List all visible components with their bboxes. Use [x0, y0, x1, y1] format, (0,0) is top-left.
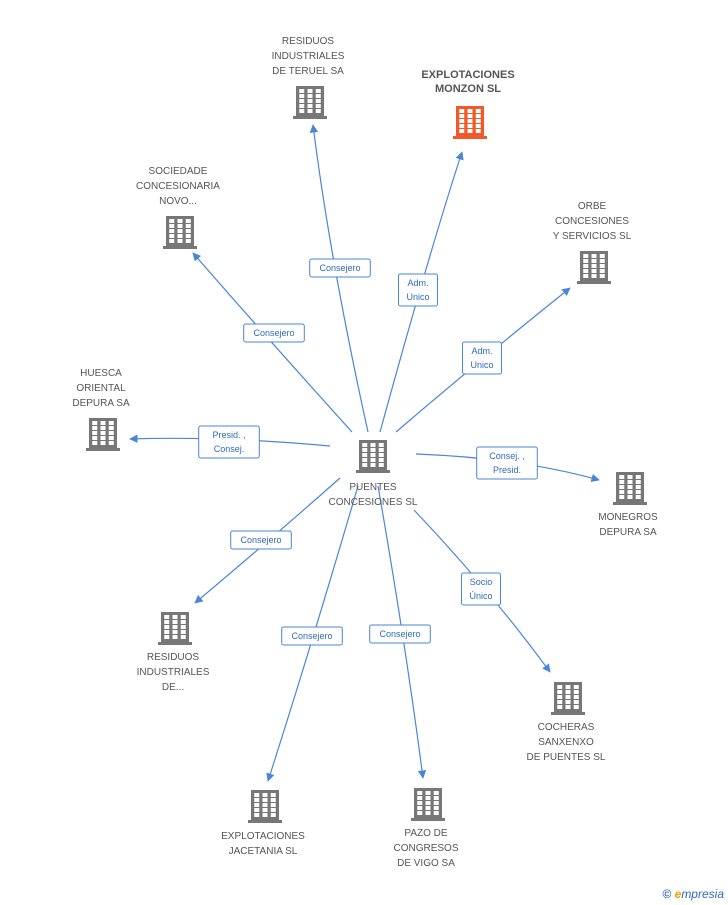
building-icon[interactable]	[613, 472, 647, 505]
relation-label-orbe-concesiones[interactable]: Adm. Unico	[462, 341, 502, 375]
company-name-line: SOCIEDADE	[149, 166, 208, 177]
empresia-footer[interactable]: © empresia	[662, 887, 724, 901]
relation-label-text: Unico	[470, 360, 493, 370]
company-node-cocheras-sanxenxo[interactable]: COCHERAS SANXENXO DE PUENTES SL	[527, 682, 606, 763]
relation-label-explotaciones-jacetania[interactable]: Consejero	[281, 626, 343, 646]
company-name-line: RESIDUOS	[282, 36, 335, 47]
relation-label-pazo-congresos[interactable]: Consejero	[369, 624, 431, 644]
building-icon[interactable]	[158, 612, 192, 645]
relation-label-huesca-oriental[interactable]: Presid. , Consej.	[198, 425, 260, 459]
company-name-line: EXPLOTACIONES	[221, 831, 305, 842]
relation-label-explotaciones-monzon[interactable]: Adm. Unico	[398, 273, 438, 307]
company-name-line: SANXENXO	[538, 737, 594, 748]
building-icon[interactable]	[411, 788, 445, 821]
relation-label-text: Adm.	[407, 278, 428, 288]
company-name-line: DE PUENTES SL	[527, 752, 606, 763]
company-name-line: DEPURA SA	[72, 398, 130, 409]
edges-layer: Adm.UnicoConsejeroConsejeroAdm.UnicoPres…	[129, 124, 600, 782]
company-name-line: JACETANIA SL	[229, 846, 298, 857]
brand-rest: mpresia	[681, 887, 724, 901]
company-name-line: DE TERUEL SA	[272, 66, 344, 77]
relation-label-text: Socio	[470, 577, 493, 587]
company-node-explotaciones-jacetania[interactable]: EXPLOTACIONES JACETANIA SL	[221, 790, 305, 857]
company-name-line: NOVO...	[159, 196, 197, 207]
edge-explotaciones-monzon	[379, 151, 464, 433]
building-icon[interactable]	[86, 418, 120, 451]
company-name-line: PAZO DE	[404, 828, 447, 839]
building-icon[interactable]	[163, 216, 197, 249]
company-name-line: ORBE	[578, 201, 607, 212]
company-name-line: EXPLOTACIONES	[421, 69, 514, 81]
company-name-line: MONEGROS	[598, 512, 658, 523]
company-name-line: CONGRESOS	[393, 843, 458, 854]
relation-label-monegros-depura[interactable]: Consej. , Presid.	[476, 446, 538, 480]
building-icon[interactable]	[577, 251, 611, 284]
company-name-line: Y SERVICIOS SL	[553, 231, 632, 242]
relation-label-text: Único	[469, 591, 492, 601]
relation-label-text: Consejero	[319, 263, 360, 273]
building-icon[interactable]	[453, 106, 487, 139]
building-icon[interactable]	[248, 790, 282, 823]
company-name-line: MONZON SL	[435, 83, 501, 95]
relation-label-text: Consejero	[379, 629, 420, 639]
company-name-line: INDUSTRIALES	[272, 51, 345, 62]
company-name-line: RESIDUOS	[147, 652, 200, 663]
company-node-residuos-teruel[interactable]: RESIDUOS INDUSTRIALES DE TERUEL SA	[272, 36, 345, 119]
company-node-monegros-depura[interactable]: MONEGROS DEPURA SA	[598, 472, 658, 538]
company-node-explotaciones-monzon[interactable]: EXPLOTACIONES MONZON SL	[421, 69, 515, 139]
company-name-line: DEPURA SA	[599, 527, 657, 538]
company-name-line: CONCESIONES	[555, 216, 629, 227]
edge-residuos-teruel	[309, 124, 369, 433]
company-node-pazo-congresos[interactable]: PAZO DE CONGRESOS DE VIGO SA	[393, 788, 459, 869]
relation-label-text: Unico	[406, 292, 429, 302]
relation-label-text: Adm.	[471, 346, 492, 356]
building-icon[interactable]	[356, 440, 390, 473]
company-node-residuos-industriales-de[interactable]: RESIDUOS INDUSTRIALES DE...	[137, 612, 210, 693]
copyright-symbol: ©	[662, 887, 672, 901]
relation-label-residuos-industriales-de[interactable]: Consejero	[230, 530, 292, 550]
relation-label-text: Presid. ,	[212, 430, 245, 440]
company-name-line: INDUSTRIALES	[137, 667, 210, 678]
relation-label-text: Presid.	[493, 465, 521, 475]
company-node-huesca-oriental[interactable]: HUESCA ORIENTAL DEPURA SA	[72, 368, 130, 451]
company-name-line: CONCESIONARIA	[136, 181, 220, 192]
relation-label-text: Consejero	[253, 328, 294, 338]
relation-label-sociedade-concesionaria[interactable]: Consejero	[243, 323, 305, 343]
company-name-line: PUENTES	[349, 482, 397, 493]
company-node-center[interactable]: PUENTES CONCESIONES SL	[329, 440, 418, 508]
building-icon[interactable]	[293, 86, 327, 119]
relation-label-text: Consej. ,	[489, 451, 525, 461]
relation-label-residuos-teruel[interactable]: Consejero	[309, 258, 371, 278]
company-node-orbe-concesiones[interactable]: ORBE CONCESIONES Y SERVICIOS SL	[553, 201, 632, 284]
relation-label-text: Consejero	[240, 535, 281, 545]
company-name-line: COCHERAS	[538, 722, 595, 733]
company-name-line: DE...	[162, 682, 184, 693]
company-name-line: HUESCA	[80, 368, 122, 379]
company-node-sociedade-concesionaria[interactable]: SOCIEDADE CONCESIONARIA NOVO...	[136, 166, 220, 249]
nodes-layer: PUENTES CONCESIONES SL EXPLOTACIONES MONZON…	[72, 36, 658, 869]
company-name-line: CONCESIONES SL	[329, 497, 418, 508]
relation-label-text: Consejero	[291, 631, 332, 641]
company-name-line: ORIENTAL	[76, 383, 126, 394]
brand-e: e	[674, 887, 682, 901]
company-name-line: DE VIGO SA	[397, 858, 455, 869]
building-icon[interactable]	[551, 682, 585, 715]
relation-label-text: Consej.	[214, 444, 245, 454]
